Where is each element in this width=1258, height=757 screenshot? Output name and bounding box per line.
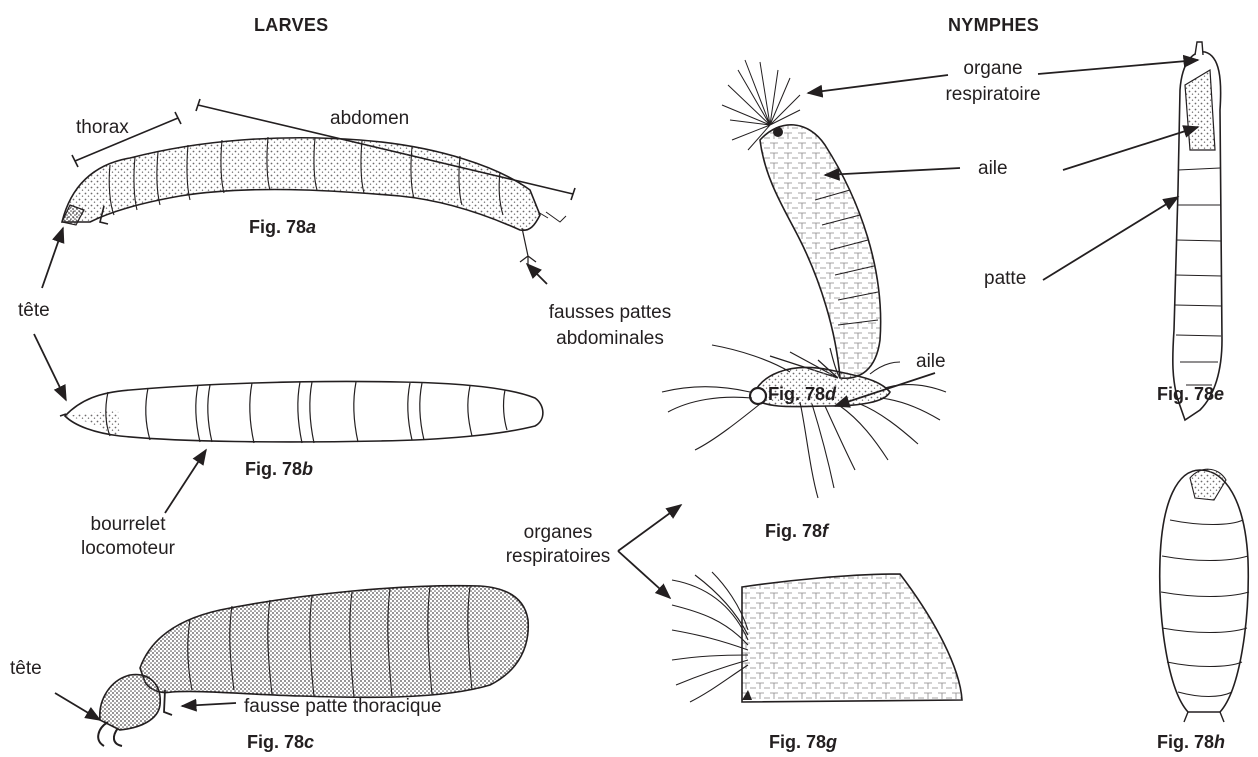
label-abdomen: abdomen [330, 108, 409, 130]
pupa-78h-drawing [1160, 469, 1249, 722]
caption-fig-78b: Fig. 78b [245, 459, 313, 480]
caption-fig-78g: Fig. 78g [769, 732, 837, 753]
label-bourrelet-line2: locomoteur [81, 538, 175, 560]
caption-fig-78e: Fig. 78e [1157, 384, 1224, 405]
caption-fig-78h: Fig. 78h [1157, 732, 1225, 753]
label-organe-line2: respiratoire [945, 84, 1040, 106]
caption-fig-78f: Fig. 78f [765, 521, 828, 542]
label-tete-c: tête [10, 658, 42, 680]
label-fausses-pattes-line2: abdominales [556, 328, 664, 350]
label-tete-a: tête [18, 300, 50, 322]
label-fausses-pattes-line1: fausses pattes [549, 302, 672, 324]
label-organes-line1: organes [524, 522, 593, 544]
pupa-78g-drawing [672, 572, 962, 702]
caption-fig-78a: Fig. 78a [249, 217, 316, 238]
pupa-78f-drawing [662, 345, 946, 498]
larva-78b-drawing [60, 381, 543, 443]
label-thorax: thorax [76, 117, 129, 139]
larva-78a-drawing [62, 137, 566, 266]
caption-fig-78d: Fig. 78d [768, 384, 836, 405]
label-organes-line2: respiratoires [506, 546, 611, 568]
caption-fig-78c: Fig. 78c [247, 732, 314, 753]
pupa-78d-drawing [722, 60, 881, 378]
heading-larvae: LARVES [254, 15, 329, 36]
label-aile-f: aile [916, 351, 946, 373]
label-bourrelet-line1: bourrelet [91, 514, 166, 536]
heading-pupae: NYMPHES [948, 15, 1039, 36]
larva-78c-drawing [98, 586, 528, 746]
label-patte: patte [984, 268, 1026, 290]
label-fausse-patte-thoracique: fausse patte thoracique [244, 696, 442, 718]
label-aile-d: aile [978, 158, 1008, 180]
pupa-78e-drawing [1173, 42, 1222, 420]
label-organe-line1: organe [963, 58, 1022, 80]
